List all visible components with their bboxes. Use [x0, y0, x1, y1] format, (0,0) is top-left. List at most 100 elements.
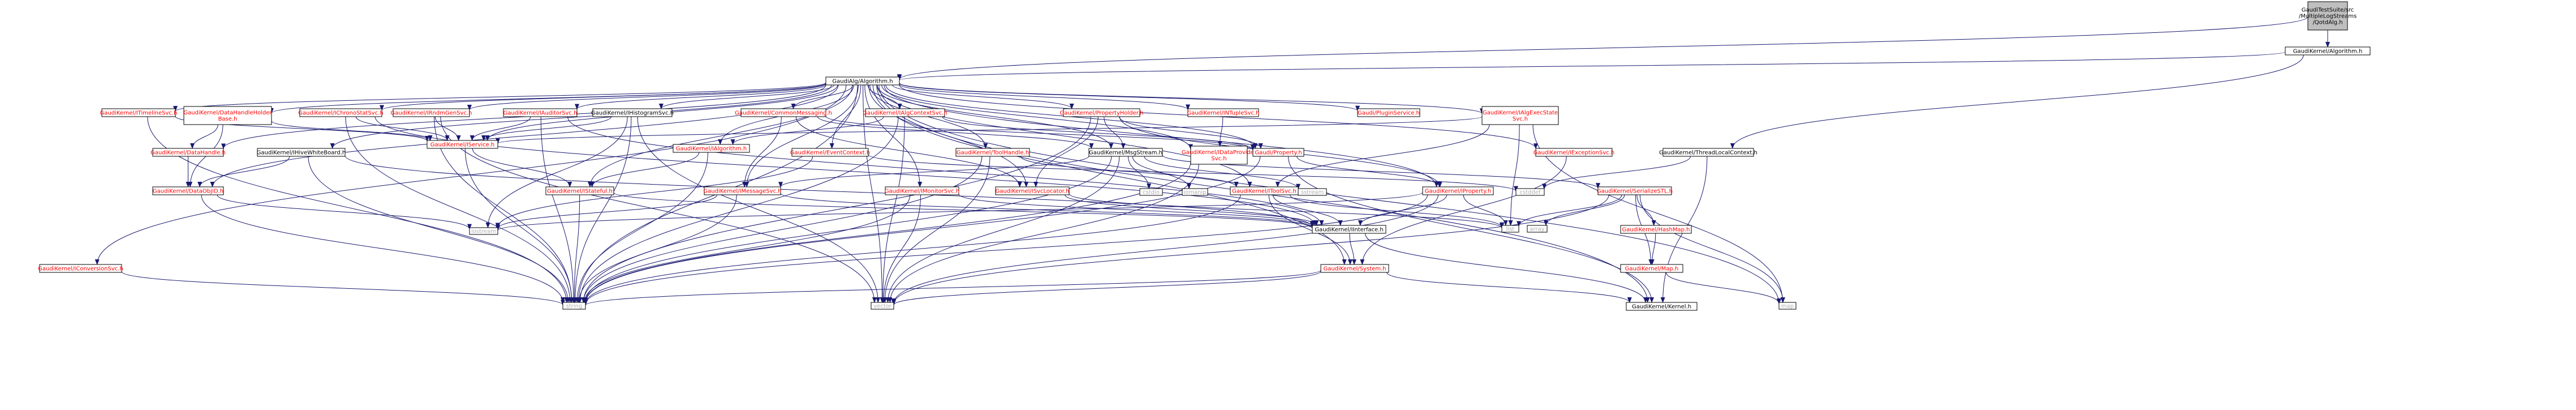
node-system[interactable]: GaudiKernel/System.h [1320, 264, 1389, 273]
edge-ichronostatsvc-to-iservice [355, 116, 450, 141]
edge-iinterface-to-kernel [1364, 233, 1648, 303]
node-eventcontext[interactable]: GaudiKernel/EventContext.h [790, 148, 870, 157]
edge-algorithm-top-to-threadlocalcontext [1730, 54, 2304, 149]
node-serializestl[interactable]: GaudiKernel/SerializeSTL.h [1597, 186, 1673, 195]
node-property[interactable]: Gaudi/Property.h [1252, 148, 1304, 157]
node-propertyholder[interactable]: GaudiKernel/PropertyHolder.h [1059, 108, 1144, 117]
node-root[interactable]: GaudiTestSuite/src/MultipleLogStreams/Qo… [2299, 1, 2357, 31]
node-iconversionsvc[interactable]: GaudiKernel/IConversionSvc.h [38, 264, 123, 273]
node-algorithm[interactable]: GaudiAlg/Algorithm.h [825, 76, 900, 86]
edge-iservice-to-string [464, 148, 574, 303]
node-isvclocator[interactable]: GaudiKernel/ISvcLocator.h [995, 186, 1070, 195]
header-nodes: GaudiTestSuite/src/MultipleLogStreams/Qo… [38, 1, 2371, 311]
node-label: Gaudi/Property.h [1255, 150, 1302, 156]
node-box [545, 186, 614, 195]
node-irndmgensvc[interactable]: GaudiKernel/IRndmGenSvc.h [391, 108, 472, 117]
node-ihistogramsvc[interactable]: GaudiKernel/IHistogramSvc.h [591, 108, 674, 117]
edge-imonitorsvc-to-iinterface [958, 194, 1315, 227]
edge-algorithm-to-irndmgensvc [467, 83, 826, 111]
node-label: iomanip [1183, 190, 1206, 196]
node-ialgcontextsvc[interactable]: GaudiKernel/IAlgContextSvc.h [863, 108, 947, 117]
node-label: GaudiTestSuite/src/MultipleLogStreams/Qo… [2299, 7, 2357, 26]
node-iauditorsvc[interactable]: GaudiKernel/IAuditorSvc.h [503, 108, 578, 117]
node-msgstream[interactable]: GaudiKernel/MsgStream.h [1088, 148, 1163, 157]
node-dataobjid[interactable]: GaudiKernel/DataObjID.h [152, 186, 224, 195]
edge-algorithm-to-ialgexecstatesvc [899, 82, 1484, 114]
edge-system-to-kernel [1386, 272, 1632, 303]
edge-algorithm-to-pluginservice [899, 83, 1360, 112]
edge-algorithm-to-imonitorsvc [864, 84, 923, 187]
node-iomanip[interactable]: iomanip [1182, 188, 1208, 196]
node-intuplesvc[interactable]: GaudiKernel/INTupleSvc.h [1187, 108, 1260, 117]
node-map[interactable]: map [1778, 302, 1797, 310]
edge-algorithm-to-vector [863, 84, 885, 303]
node-string[interactable]: string [562, 302, 586, 310]
node-commonmessaging[interactable]: GaudiKernel/CommonMessaging.h [735, 108, 832, 117]
node-box [1535, 148, 1613, 157]
node-sstream[interactable]: sstream [1298, 188, 1327, 196]
node-box [503, 108, 578, 117]
node-iostream[interactable]: iostream [469, 227, 498, 235]
node-label: GaudiKernel/IInterface.h [1315, 227, 1383, 233]
edge-algorithm-to-msgstream [877, 84, 1114, 149]
node-box [1620, 264, 1683, 273]
edge-msgstream-to-sstream [1144, 156, 1300, 190]
node-label: GaudiKernel/IAuditorSvc.h [503, 110, 578, 117]
node-iinterface[interactable]: GaudiKernel/IInterface.h [1312, 225, 1386, 234]
node-kernel[interactable]: GaudiKernel/Kernel.h [1626, 302, 1698, 311]
node-box [673, 144, 750, 153]
node-itoolsvc[interactable]: GaudiKernel/IToolSvc.h [1230, 186, 1299, 195]
node-label: GaudiKernel/HashMap.h [1622, 227, 1690, 233]
node-datahandle[interactable]: GaudiKernel/DataHandle.h [150, 148, 226, 157]
node-imessagesvc[interactable]: GaudiKernel/IMessageSvc.h [703, 186, 782, 195]
edge-datahandleholderbase-to-datahandle [190, 124, 218, 149]
edge-imessagesvc-to-iostream [496, 194, 717, 230]
node-list[interactable]: list [1501, 225, 1519, 233]
node-iservice[interactable]: GaudiKernel/IService.h [427, 140, 498, 149]
node-cstdio[interactable]: cstdio [1139, 188, 1163, 196]
edge-iauditorsvc-to-iservice [469, 116, 531, 141]
edge-itoolhandle-to-vector [882, 156, 990, 303]
node-array[interactable]: array [1527, 225, 1548, 233]
edge-algorithm-top-to-algorithm [897, 52, 2286, 81]
node-label: GaudiKernel/System.h [1324, 266, 1386, 272]
node-gmap[interactable]: GaudiKernel/Map.h [1620, 264, 1683, 273]
node-box [1527, 225, 1548, 233]
node-pluginservice[interactable]: Gaudi/PluginService.h [1357, 108, 1420, 117]
edge-irndmgensvc-to-string [434, 116, 574, 303]
edge-ialgexecstatesvc-to-itoolsvc [1275, 124, 1490, 187]
edge-msgstream-to-imessagesvc [778, 156, 1089, 188]
node-box [1187, 108, 1259, 117]
node-itoolhandle[interactable]: GaudiKernel/ToolHandle.h [955, 148, 1030, 157]
edge-isvclocator-to-iinterface [1065, 194, 1319, 226]
node-istateful[interactable]: GaudiKernel/IStateful.h [545, 186, 614, 195]
node-label: GaudiKernel/DataHandle.h [150, 150, 226, 156]
node-ihivewhiteboard[interactable]: GaudiKernel/IHiveWhiteBoard.h [257, 148, 346, 157]
node-box [955, 148, 1030, 157]
node-label: iostream [471, 229, 496, 235]
node-cstddef[interactable]: cstddef [1515, 188, 1545, 196]
edge-commonmessaging-to-msgstream [817, 116, 1094, 149]
node-iexceptionsvc[interactable]: GaudiKernel/IExceptionSvc.h [1533, 148, 1615, 157]
node-hashmap[interactable]: GaudiKernel/HashMap.h [1620, 225, 1692, 234]
node-box [393, 108, 470, 117]
node-threadlocalcontext[interactable]: GaudiKernel/ThreadLocalContext.h [1659, 148, 1757, 157]
node-vector[interactable]: vector [871, 302, 894, 310]
node-imonitorsvc[interactable]: GaudiKernel/IMonitorSvc.h [885, 186, 959, 195]
node-ichronostatsvc[interactable]: GaudiKernel/IChronoStatSvc.h [298, 108, 384, 117]
edge-algorithm-to-dataobjid [210, 84, 839, 187]
node-box [152, 148, 224, 157]
node-algorithm-top[interactable]: GaudiKernel/Algorithm.h [2285, 46, 2371, 55]
edge-msgstream-to-serializestl [1162, 155, 1600, 189]
edge-root-to-algorithm [897, 16, 2308, 80]
node-box [2307, 1, 2348, 31]
node-iproperty[interactable]: GaudiKernel/IProperty.h [1422, 186, 1494, 195]
edge-ialgorithm-to-string [575, 152, 708, 303]
edge-commonmessaging-to-isvclocator [795, 116, 1022, 187]
edge-ialgcontextsvc-to-property [942, 116, 1255, 151]
node-timelinesvc[interactable]: GaudiKernel/ITimelineSvc.h [100, 108, 178, 117]
node-ialgorithm[interactable]: GaudiKernel/IAlgorithm.h [673, 144, 750, 153]
